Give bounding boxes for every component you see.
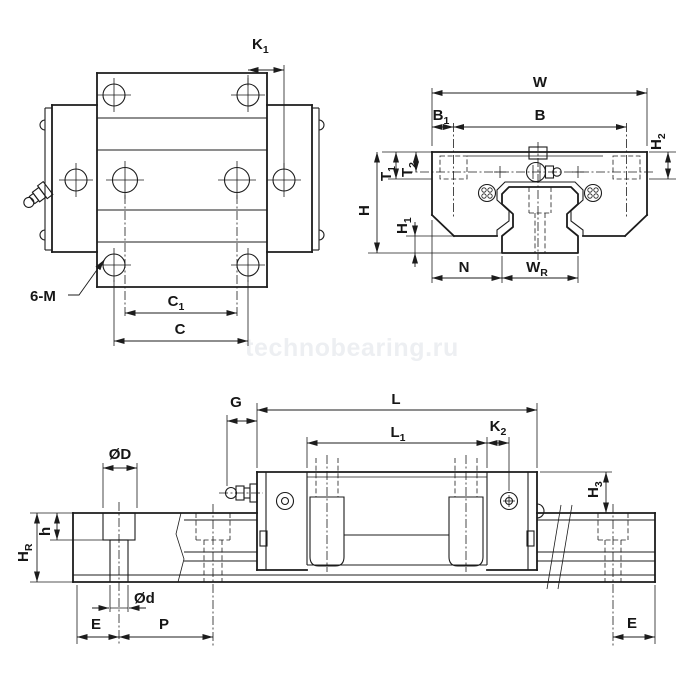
watermark-text: technobearing.ru: [245, 334, 459, 362]
grease-port-bump: [536, 503, 545, 519]
dim-label-h1: H1: [394, 217, 414, 234]
rail-side-view: [72, 502, 656, 646]
rail-bolt-counterbore: [102, 502, 136, 646]
carriage-threaded-hole: [448, 455, 484, 572]
dim-label-h2: H2: [648, 133, 668, 150]
hole-crosshair-icon: [59, 163, 93, 197]
hole-crosshair-icon: [97, 78, 131, 112]
grease-nipple-front-view: [404, 146, 655, 183]
ball-return-bore-icon: [477, 183, 497, 203]
top-view: K1 C1 C 6-M: [23, 36, 325, 346]
hole-crosshair-icon: [231, 248, 265, 282]
side-view: G L L1 K2 H3 ØD Ød E P: [15, 391, 656, 646]
side-bump-icon: [318, 119, 325, 131]
dim-label-n: N: [459, 259, 470, 276]
hole-crosshair-icon: [218, 161, 256, 199]
dim-label-h: H: [356, 205, 373, 216]
dim-label-c1: C1: [168, 293, 185, 313]
break-line: [546, 504, 562, 590]
carriage-side-view: [219, 455, 545, 572]
front-view-dimensions: W B1 B T1 T2 H H1 H2 N WR: [356, 74, 676, 283]
dim-label-dbig: ØD: [109, 446, 132, 463]
dim-label-w: W: [533, 74, 548, 91]
ball-return-bore-icon: [583, 183, 603, 203]
side-bump-icon: [39, 229, 46, 241]
dim-label-hr: HR: [15, 543, 35, 562]
side-bump-icon: [39, 119, 46, 131]
dim-label-k2: K2: [490, 418, 507, 438]
dim-label-t1: T1: [378, 166, 398, 181]
dim-label-e-left: E: [91, 616, 101, 633]
dim-label-k1: K1: [252, 36, 269, 56]
grease-port-icon: [275, 491, 295, 511]
dim-label-hsmall: h: [37, 527, 54, 536]
dim-label-dsmall: Ød: [134, 590, 155, 607]
carriage-threaded-hole: [309, 455, 345, 572]
grease-nipple-side-view: [219, 483, 263, 503]
rail-hole-hidden: [195, 504, 231, 646]
dim-label-wr: WR: [526, 259, 548, 279]
carriage-top-view-outline: [39, 72, 325, 288]
rail-cross-section: [501, 142, 579, 260]
mounting-holes-top-view: [59, 78, 301, 282]
leader-line: [68, 259, 105, 296]
dim-label-c: C: [175, 321, 186, 338]
dim-label-h3: H3: [585, 481, 605, 498]
dim-label-l: L: [391, 391, 400, 408]
hole-crosshair-icon: [106, 161, 144, 199]
side-bump-icon: [318, 229, 325, 241]
seal-clip: [259, 530, 268, 547]
grease-nipple-top-view: [23, 180, 54, 208]
break-line: [557, 504, 573, 590]
top-view-dimensions: K1 C1 C 6-M: [30, 36, 285, 346]
rail-hole-hidden: [597, 504, 629, 646]
end-seal-contour: [496, 181, 584, 236]
break-line: [175, 512, 185, 583]
dim-label-b1: B1: [433, 107, 450, 127]
dim-label-t2: T2: [399, 162, 419, 177]
grease-port-icon: [499, 491, 519, 511]
carriage-cross-section: [430, 123, 649, 238]
dim-label-l1: L1: [390, 424, 405, 444]
dim-label-g: G: [230, 394, 242, 411]
hole-crosshair-icon: [97, 248, 131, 282]
side-view-dimensions: G L L1 K2 H3 ØD Ød E P: [15, 391, 656, 644]
dim-label-6m: 6-M: [30, 288, 56, 305]
front-view: W B1 B T1 T2 H H1 H2 N WR: [356, 74, 676, 283]
seal-clip: [526, 530, 535, 547]
dim-label-e-right: E: [627, 615, 637, 632]
dim-label-p: P: [159, 616, 169, 633]
dim-label-b: B: [535, 107, 546, 124]
